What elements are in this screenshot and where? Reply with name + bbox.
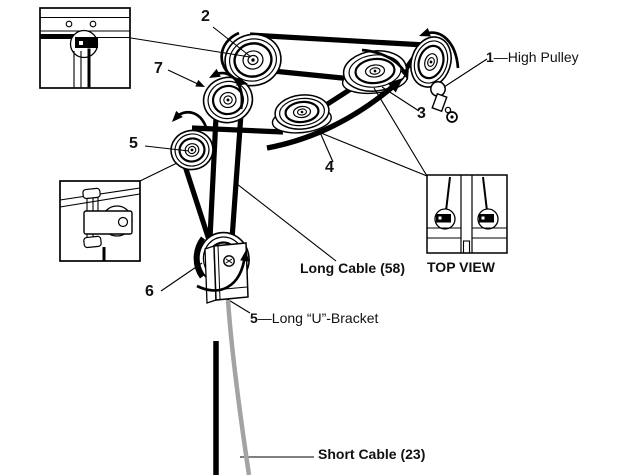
leader-pulley3-to-topview: [373, 87, 428, 177]
u-bracket-text: —Long “U”-Bracket: [257, 310, 379, 326]
leader-long-cable: [236, 183, 337, 262]
u-bracket-number: 5: [250, 310, 258, 326]
pulley-5: [170, 129, 214, 171]
top-view-label: TOP VIEW: [427, 259, 495, 275]
hook-icon: [430, 81, 458, 123]
leader-label7: [167, 69, 205, 87]
long-cable-label: Long Cable (58): [300, 260, 406, 276]
pulley-4: [271, 94, 332, 134]
leader-label5: [144, 145, 190, 152]
leader-lines: [130, 26, 488, 458]
cable-pulley2-to-high: [249, 32, 426, 48]
top-view-inset: [426, 174, 508, 254]
rotation-arrow-icon: [196, 250, 250, 292]
bolt-icon: [65, 20, 73, 28]
high-pulley: [410, 36, 458, 123]
u-bracket-label: 5—Long “U”-Bracket: [250, 311, 378, 325]
bracket-plate-icon: [83, 210, 133, 235]
rotation-arrow-icon: [209, 68, 244, 110]
leader-label4: [318, 129, 334, 163]
cable-down-right: [229, 99, 245, 240]
rotation-arrow-icon: [419, 28, 460, 69]
axle-bolt-icon: [223, 255, 235, 267]
leader-label3: [381, 86, 420, 112]
callout-2: 2: [201, 8, 210, 25]
rotation-arrow-icon: [172, 110, 209, 132]
rotation-arrow-icon: [361, 48, 409, 80]
callout-7: 7: [154, 60, 163, 77]
callout-5: 5: [129, 135, 138, 152]
bolt-hole-icon: [117, 216, 129, 228]
leader-label1: [443, 58, 488, 88]
callout-4: 4: [325, 159, 334, 176]
cable-pulley5-to-pulley6: [182, 165, 213, 244]
cable-anchor-icon: [75, 37, 98, 48]
short-cable-label: Short Cable (23): [318, 446, 426, 462]
callout-1-number: 1: [486, 49, 494, 65]
leader-inset1-to-pulley2: [130, 37, 251, 58]
callout-1-high-pulley: 1—High Pulley: [486, 50, 579, 64]
cable-direction-sweep-arrow: [266, 78, 403, 151]
leader-label6: [160, 262, 203, 292]
frame-anchor-inset: [39, 7, 131, 89]
short-cable-line: [225, 299, 252, 475]
rotation-arrows: [172, 28, 460, 292]
cable-wrap: [193, 236, 206, 279]
cable-end-icon: [40, 34, 76, 39]
callout-1-text: —High Pulley: [493, 49, 579, 65]
leader-u-bracket: [226, 298, 251, 314]
leader-pulley4-to-topview: [315, 130, 428, 177]
bracket-mount-inset: [59, 180, 141, 262]
callout-3: 3: [417, 105, 426, 122]
leader-inset2-to-pulley5: [139, 162, 178, 182]
callout-6: 6: [145, 283, 154, 300]
bolt-icon: [89, 20, 97, 28]
leader-label2: [212, 26, 252, 58]
